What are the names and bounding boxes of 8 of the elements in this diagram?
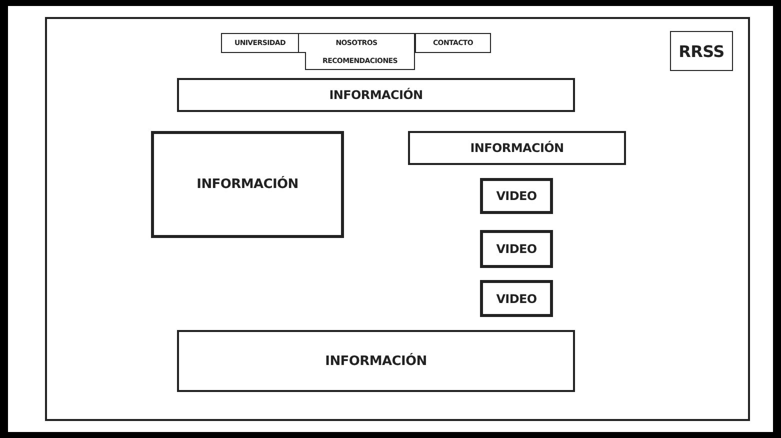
content-block: INFORMACIÓN	[151, 131, 344, 238]
video-block: VIDEO	[480, 230, 553, 268]
content-block: INFORMACIÓN	[408, 131, 626, 165]
content-block: INFORMACIÓN	[177, 78, 575, 112]
video-block: VIDEO	[480, 178, 553, 214]
video-block: VIDEO	[480, 280, 553, 317]
social-block: RRSS	[670, 31, 733, 71]
content-block: INFORMACIÓN	[177, 330, 575, 392]
